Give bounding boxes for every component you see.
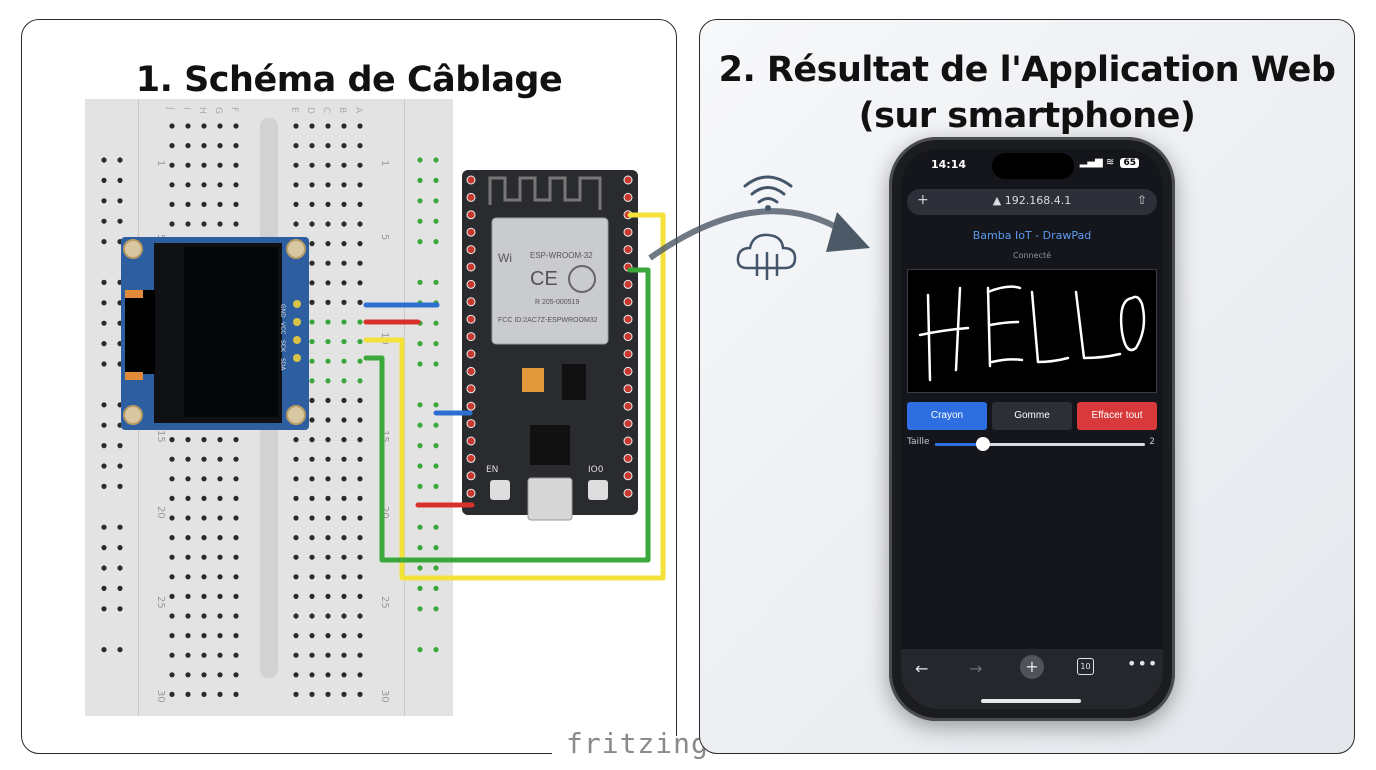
svg-text:F: F [229, 107, 239, 112]
oled-pins: GND VCC SCK SDA [279, 300, 301, 371]
connection-status: Connecté [1013, 251, 1051, 260]
svg-text:SCK: SCK [279, 340, 286, 353]
status-time: 14:14 [931, 158, 967, 171]
signal-icon: ▂▄▆ [1079, 157, 1103, 168]
size-slider-thumb[interactable] [976, 437, 991, 451]
tabs-count-icon[interactable]: 10 [1077, 658, 1094, 675]
back-arrow-icon[interactable]: ← [915, 659, 929, 678]
drawing-strokes [918, 285, 1146, 382]
home-indicator [981, 699, 1081, 703]
svg-text:20: 20 [155, 506, 166, 519]
cloud-icon [736, 233, 797, 280]
url-text[interactable]: ▲ 192.168.4.1 [907, 194, 1157, 207]
transmission-arrow [648, 208, 870, 261]
url-value: 192.168.4.1 [1004, 194, 1072, 207]
usb-port-icon [527, 477, 573, 521]
lock-icon: ▲ [992, 194, 1005, 207]
size-slider-fill [935, 443, 984, 446]
svg-text:30: 30 [379, 690, 390, 703]
drawing-canvas[interactable] [907, 269, 1157, 393]
browser-toolbar: ← → + 10 ••• [901, 649, 1163, 709]
oled-display: GND VCC SCK SDA [121, 237, 309, 430]
svg-text:15: 15 [155, 430, 166, 443]
forward-arrow-icon[interactable]: → [969, 659, 983, 678]
dynamic-island [992, 153, 1074, 179]
svg-text:E: E [289, 107, 299, 113]
result-title: 2. Résultat de l'Application Web [718, 50, 1336, 90]
size-value: 2 [1149, 437, 1155, 447]
wifi-logo-icon: Wi [498, 251, 512, 265]
transmission-icons [736, 175, 797, 280]
esp32-en-label: EN [486, 465, 498, 475]
svg-text:25: 25 [379, 596, 390, 609]
svg-text:25: 25 [155, 596, 166, 609]
svg-text:C: C [321, 107, 331, 113]
plus-icon[interactable]: + [917, 192, 929, 208]
svg-text:1: 1 [155, 160, 166, 166]
esp32-io0-button-icon [588, 480, 608, 500]
phone-screen: 14:14 ▂▄▆ ≋ 65 + ▲ 192.168.4.1 ⇧ Bamba I… [901, 149, 1163, 709]
size-slider[interactable] [935, 437, 1145, 451]
espressif-logo-icon [568, 265, 596, 293]
svg-text:30: 30 [155, 690, 166, 703]
gomme-button[interactable]: Gomme [992, 402, 1072, 430]
svg-text:5: 5 [379, 234, 390, 240]
svg-text:1: 1 [379, 160, 390, 166]
crayon-button[interactable]: Crayon [907, 402, 987, 430]
esp32-en-button-icon [490, 480, 510, 500]
more-icon[interactable]: ••• [1127, 654, 1159, 673]
status-icons: ▂▄▆ ≋ 65 [1080, 157, 1139, 168]
battery-icon: 65 [1120, 158, 1139, 168]
wifi-icon [743, 175, 793, 211]
esp32-module-label: ESP-WROOM-32 [530, 251, 593, 260]
svg-text:SDA: SDA [279, 358, 286, 371]
share-icon[interactable]: ⇧ [1136, 193, 1147, 207]
esp32-io0-label: IO0 [588, 465, 604, 475]
svg-text:A: A [353, 107, 363, 114]
new-tab-icon[interactable]: + [1020, 655, 1044, 679]
svg-text:I: I [181, 107, 191, 110]
fritzing-logo: fritzing [566, 727, 709, 760]
result-subtitle: (sur smartphone) [858, 96, 1196, 136]
svg-text:H: H [197, 107, 207, 114]
ce-mark-icon: CE [530, 268, 558, 290]
footer-mask [552, 736, 682, 770]
app-title: Bamba IoT - DrawPad [972, 229, 1092, 242]
svg-text:B: B [337, 107, 347, 113]
wires [363, 212, 666, 581]
wiring-title: 1. Schéma de Câblage [135, 60, 563, 100]
smartphone: 14:14 ▂▄▆ ≋ 65 + ▲ 192.168.4.1 ⇧ Bamba I… [889, 137, 1175, 721]
svg-text:VCC: VCC [279, 322, 286, 334]
url-bar[interactable]: + ▲ 192.168.4.1 ⇧ [907, 189, 1157, 215]
esp32-fcc-label: FCC ID:2AC7Z-ESPWROOM32 [498, 317, 598, 324]
esp32-board: ESP-WROOM-32 R 205-000519 FCC ID:2AC7Z-E… [462, 170, 638, 521]
svg-text:J: J [165, 106, 175, 110]
effacer-tout-button[interactable]: Effacer tout [1077, 402, 1157, 430]
svg-text:D: D [305, 107, 315, 114]
svg-text:G: G [213, 107, 223, 114]
esp32-cert-label: R 205-000519 [535, 299, 579, 306]
esp32-pins [466, 175, 633, 498]
arrow-icon [826, 212, 870, 252]
wifi-status-icon: ≋ [1105, 157, 1115, 168]
svg-text:GND: GND [279, 304, 286, 318]
size-label: Taille [907, 437, 930, 447]
